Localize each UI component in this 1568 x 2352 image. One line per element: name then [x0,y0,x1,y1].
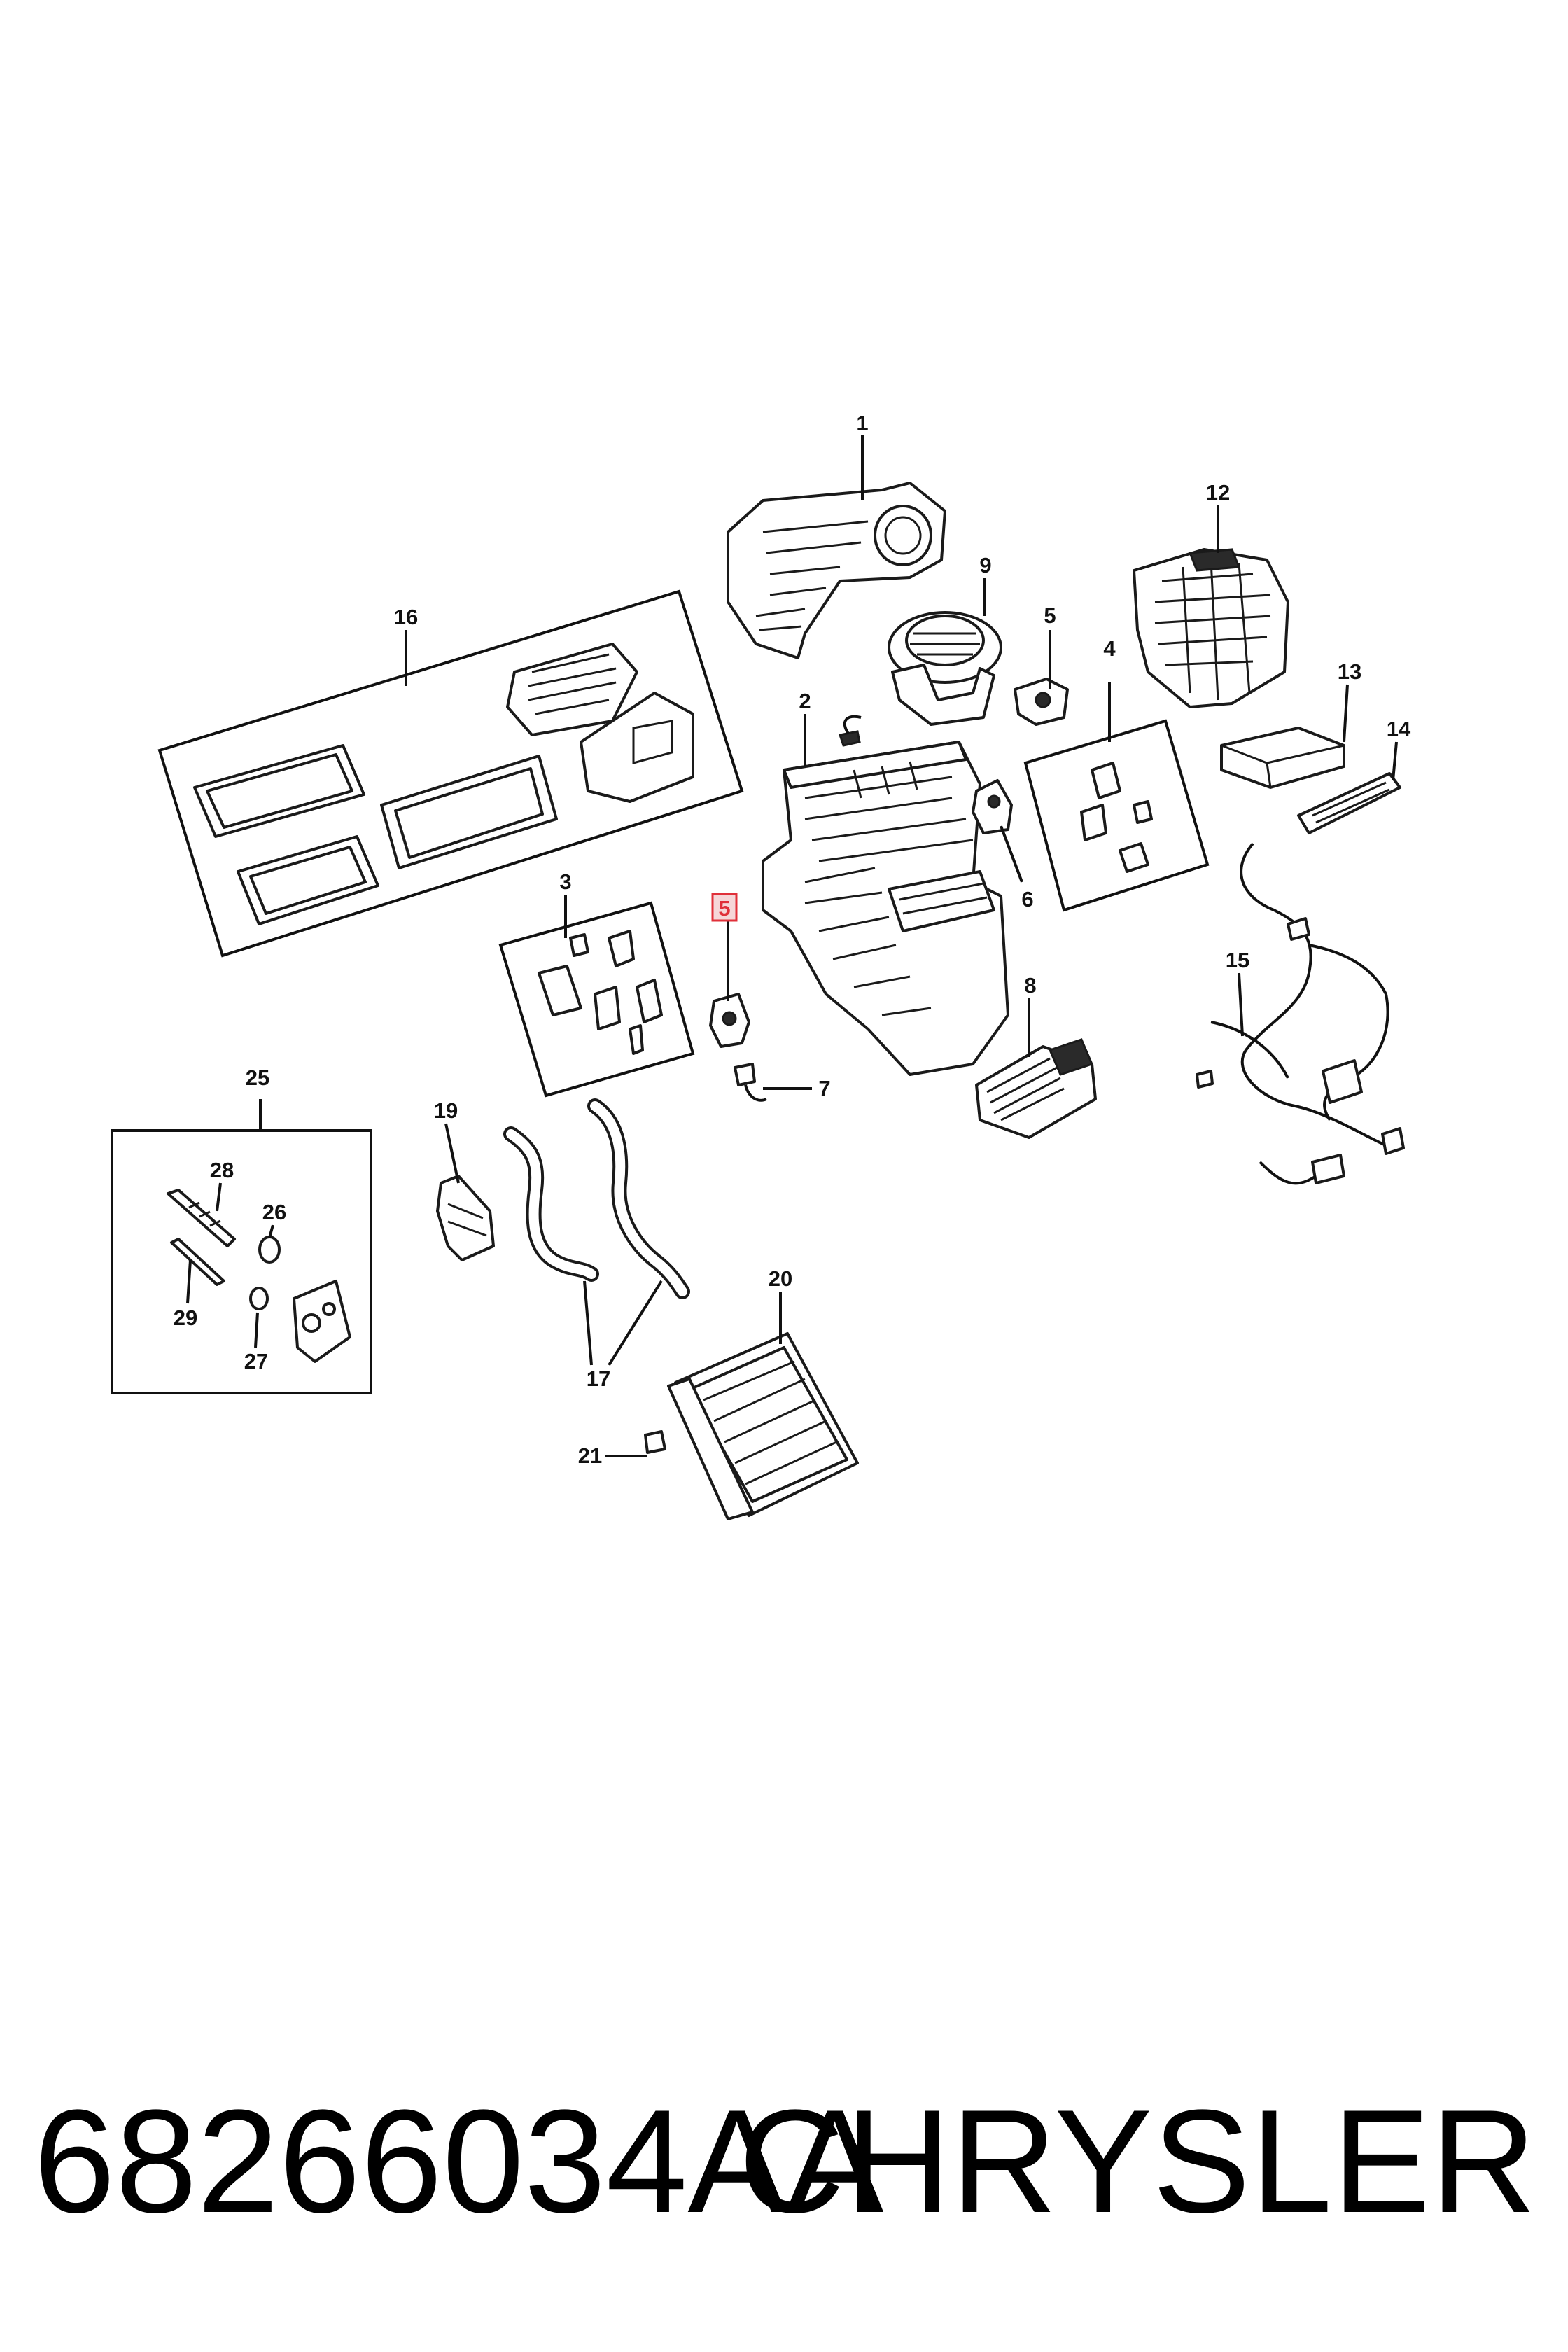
callout-3: 3 [559,869,571,894]
part-6-actuator [972,779,1013,834]
callout-19: 19 [434,1098,458,1123]
part-19-bracket [436,1175,495,1261]
callout-8: 8 [1024,973,1036,997]
callouts: 1 2 3 4 5 5 6 7 8 9 12 13 14 15 16 17 19… [174,411,1411,1468]
callout-2: 2 [799,689,811,713]
part-2-main-housing [762,715,1009,1076]
callout-7: 7 [818,1076,830,1100]
callout-5-highlighted: 5 [718,896,730,920]
callout-5-top: 5 [1044,603,1056,628]
callout-20: 20 [769,1266,792,1291]
callout-1: 1 [856,411,868,435]
part-number: 68266034AA [34,2079,883,2244]
callout-29: 29 [174,1306,197,1330]
part-20-heater-core [667,1332,859,1520]
callout-15: 15 [1226,948,1250,972]
part-3-door-kit [498,901,695,1098]
highlight-box [711,892,738,922]
part-14-filter-door [1297,772,1401,834]
callout-17: 17 [587,1366,610,1391]
part-12-evaporator [1133,548,1289,708]
callout-12: 12 [1206,480,1230,505]
part-9-blower-motor [888,611,1002,726]
callout-14: 14 [1387,717,1411,741]
callout-27: 27 [244,1349,268,1373]
part-25-expansion-valve-kit [111,1129,372,1394]
part-4-door-kit [1023,719,1210,912]
part-8-ptc-heater [975,1038,1097,1139]
callout-28: 28 [210,1158,234,1182]
callout-21: 21 [578,1443,602,1468]
callout-16: 16 [394,605,418,629]
part-15-wiring-harness [1196,842,1405,1185]
part-5-actuator-top [1014,678,1069,726]
brand-name: CHRYSLER [738,2079,1536,2244]
part-21-clip [644,1430,666,1454]
part-1-upper-housing [727,482,946,659]
part-16-seal-kit [158,589,744,958]
leader-lines [186,435,1398,1457]
part-7-sensor [734,1063,767,1102]
part-13-cabin-filter [1220,727,1345,789]
callout-9: 9 [979,553,991,578]
callout-26: 26 [262,1200,286,1224]
callout-4: 4 [1103,636,1116,661]
callout-13: 13 [1338,659,1362,684]
part-17-heater-hoses [503,1098,690,1299]
part-5-actuator-left [709,993,750,1048]
callout-25: 25 [246,1065,270,1090]
callout-6: 6 [1021,887,1033,911]
